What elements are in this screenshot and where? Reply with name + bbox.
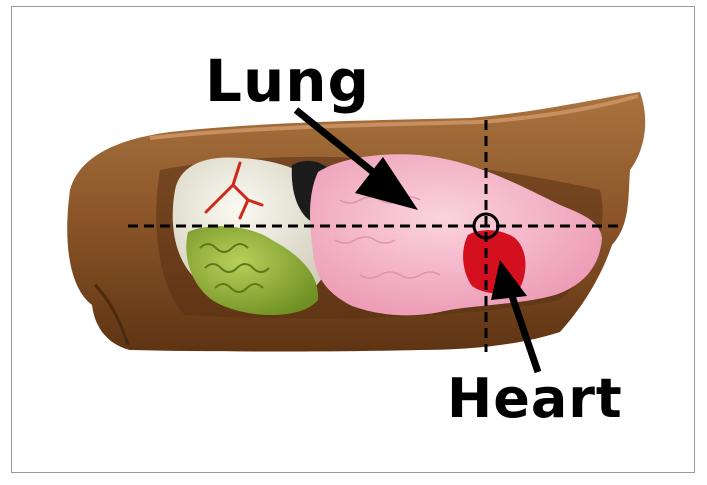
lung-label: Lung: [205, 52, 370, 110]
heart-label: Heart: [447, 372, 623, 426]
